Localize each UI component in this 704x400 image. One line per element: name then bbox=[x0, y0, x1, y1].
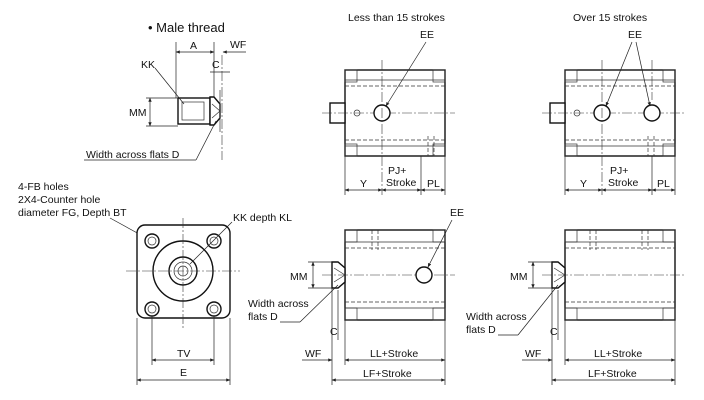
side-view-right: MM Width across flats D C WF LL+Stroke L… bbox=[466, 229, 685, 385]
wa-br-1: Width across bbox=[466, 311, 527, 323]
wa-bl-2: flats D bbox=[248, 311, 278, 323]
fb-label-1: 4-FB holes bbox=[18, 181, 69, 193]
side-view-left: EE MM Width across flats D C WF LL+Strok… bbox=[248, 207, 464, 385]
dim-mm-br: MM bbox=[510, 271, 528, 283]
wa-br-2: flats D bbox=[466, 324, 496, 336]
dim-c-top: C bbox=[212, 59, 220, 71]
dim-c-bl: C bbox=[330, 326, 338, 338]
dim-pl-1: PL bbox=[427, 178, 440, 190]
top-view-less-15: Less than 15 strokes EE Y PJ+ Stroke PL bbox=[322, 12, 455, 195]
top-view-over-15: Over 15 strokes EE Y PJ+ Stroke PL bbox=[542, 12, 685, 195]
male-thread-title: • Male thread bbox=[148, 20, 225, 35]
dim-pj-2a: PJ+ bbox=[610, 165, 628, 177]
dim-tv: TV bbox=[177, 348, 190, 360]
ee-label-1: EE bbox=[420, 29, 434, 41]
dim-y-2: Y bbox=[580, 178, 587, 190]
wa-bl-1: Width across bbox=[248, 298, 309, 310]
dim-lf-br: LF+Stroke bbox=[588, 368, 637, 380]
dim-ll-br: LL+Stroke bbox=[594, 348, 642, 360]
dim-wf-top: WF bbox=[230, 39, 246, 51]
dim-e: E bbox=[180, 367, 187, 379]
less-15-title: Less than 15 strokes bbox=[348, 12, 445, 24]
fb-label-2: 2X4-Counter hole bbox=[18, 194, 100, 206]
ee-label-2: EE bbox=[628, 29, 642, 41]
front-view: 4-FB holes 2X4-Counter hole diameter FG,… bbox=[18, 181, 292, 385]
dim-pl-2: PL bbox=[657, 178, 670, 190]
dim-wf-bl: WF bbox=[305, 348, 321, 360]
dim-mm-top: MM bbox=[129, 107, 147, 119]
kk-depth-label: KK depth KL bbox=[233, 212, 292, 224]
dim-pj-2b: Stroke bbox=[608, 177, 639, 189]
width-flats-top: Width across flats D bbox=[86, 149, 180, 161]
dim-kk-top: KK bbox=[141, 59, 155, 71]
dim-pj-1a: PJ+ bbox=[388, 165, 406, 177]
dim-lf-bl: LF+Stroke bbox=[363, 368, 412, 380]
dim-y-1: Y bbox=[360, 178, 367, 190]
fb-label-3: diameter FG, Depth BT bbox=[18, 207, 127, 219]
dim-wf-br: WF bbox=[525, 348, 541, 360]
dim-c-br: C bbox=[550, 326, 558, 338]
dim-a: A bbox=[190, 40, 197, 52]
over-15-title: Over 15 strokes bbox=[573, 12, 647, 24]
dim-mm-bl: MM bbox=[290, 271, 308, 283]
ee-label-3: EE bbox=[450, 207, 464, 219]
dim-pj-1b: Stroke bbox=[386, 177, 417, 189]
male-thread-detail: • Male thread A WF C KK MM Width across … bbox=[84, 20, 246, 161]
dim-ll-bl: LL+Stroke bbox=[370, 348, 418, 360]
